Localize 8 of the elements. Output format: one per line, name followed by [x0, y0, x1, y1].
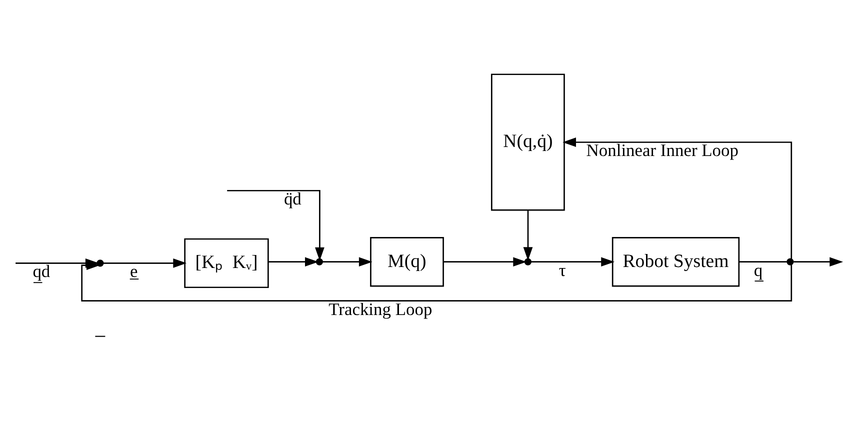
edge-label: τ [558, 260, 566, 280]
edge-label: q̈d [284, 188, 302, 209]
label: − [94, 324, 106, 349]
edge-label: Nonlinear Inner Loop [586, 140, 738, 160]
edge-label: q̲ [754, 260, 763, 280]
edge-label: e̲ [130, 261, 138, 282]
edge-label: q̲d [32, 261, 50, 282]
edge-label: Tracking Loop [328, 298, 432, 319]
